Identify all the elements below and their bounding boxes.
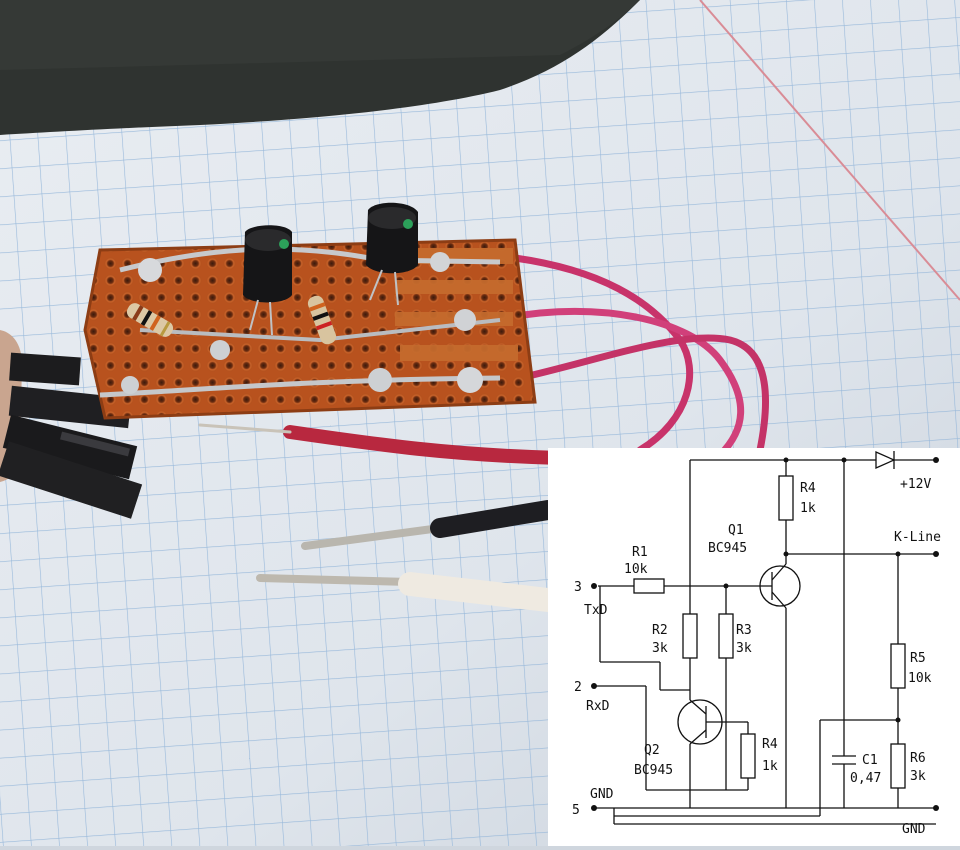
perfboard xyxy=(83,238,537,420)
r1-value: 10k xyxy=(624,562,648,577)
pin2-label: RxD xyxy=(586,699,610,714)
r5-value: 10k xyxy=(908,671,932,686)
transistor-components xyxy=(243,202,418,336)
pin2-number: 2 xyxy=(574,680,582,695)
q1-part: BC945 xyxy=(708,541,747,556)
pin3-number: 3 xyxy=(574,580,582,595)
wires xyxy=(198,254,770,465)
kline-label: K-Line xyxy=(894,530,941,545)
r4-top-value: 1k xyxy=(800,501,816,516)
r6-value: 3k xyxy=(910,769,926,784)
q2-name: Q2 xyxy=(644,743,660,758)
r4-bottom-name: R4 xyxy=(762,737,778,752)
r3-name: R3 xyxy=(736,623,752,638)
jumper-connectors xyxy=(0,330,143,519)
c1-value: 0,47 xyxy=(850,771,881,786)
supply-label: +12V xyxy=(900,477,931,492)
r1-name: R1 xyxy=(632,545,648,560)
r5-name: R5 xyxy=(910,651,926,666)
schematic-panel: 3 TxD 2 RxD 5 GND +12V K-Line GND R1 10k… xyxy=(548,448,960,846)
r6-name: R6 xyxy=(910,751,926,766)
probe-leads xyxy=(256,500,560,612)
transistor-q2-symbol xyxy=(677,699,744,808)
transistor-q1-symbol xyxy=(759,556,801,808)
diode-symbol xyxy=(870,450,936,470)
capacitor-c1-symbol xyxy=(832,460,856,808)
pin5-number: 5 xyxy=(572,803,580,818)
r4-bottom-value: 1k xyxy=(762,759,778,774)
gnd-right-label: GND xyxy=(902,822,926,837)
pin5-label: GND xyxy=(590,787,614,802)
r2-value: 3k xyxy=(652,641,668,656)
resistor-components xyxy=(126,295,337,345)
circuit-schematic: 3 TxD 2 RxD 5 GND +12V K-Line GND R1 10k… xyxy=(572,450,941,837)
r2-name: R2 xyxy=(652,623,668,638)
r3-value: 3k xyxy=(736,641,752,656)
q2-part: BC945 xyxy=(634,763,673,778)
r4-top-name: R4 xyxy=(800,481,816,496)
pin3-label: TxD xyxy=(584,603,608,618)
c1-name: C1 xyxy=(862,753,878,768)
paper-margin-line xyxy=(699,0,960,301)
q1-name: Q1 xyxy=(728,523,744,538)
